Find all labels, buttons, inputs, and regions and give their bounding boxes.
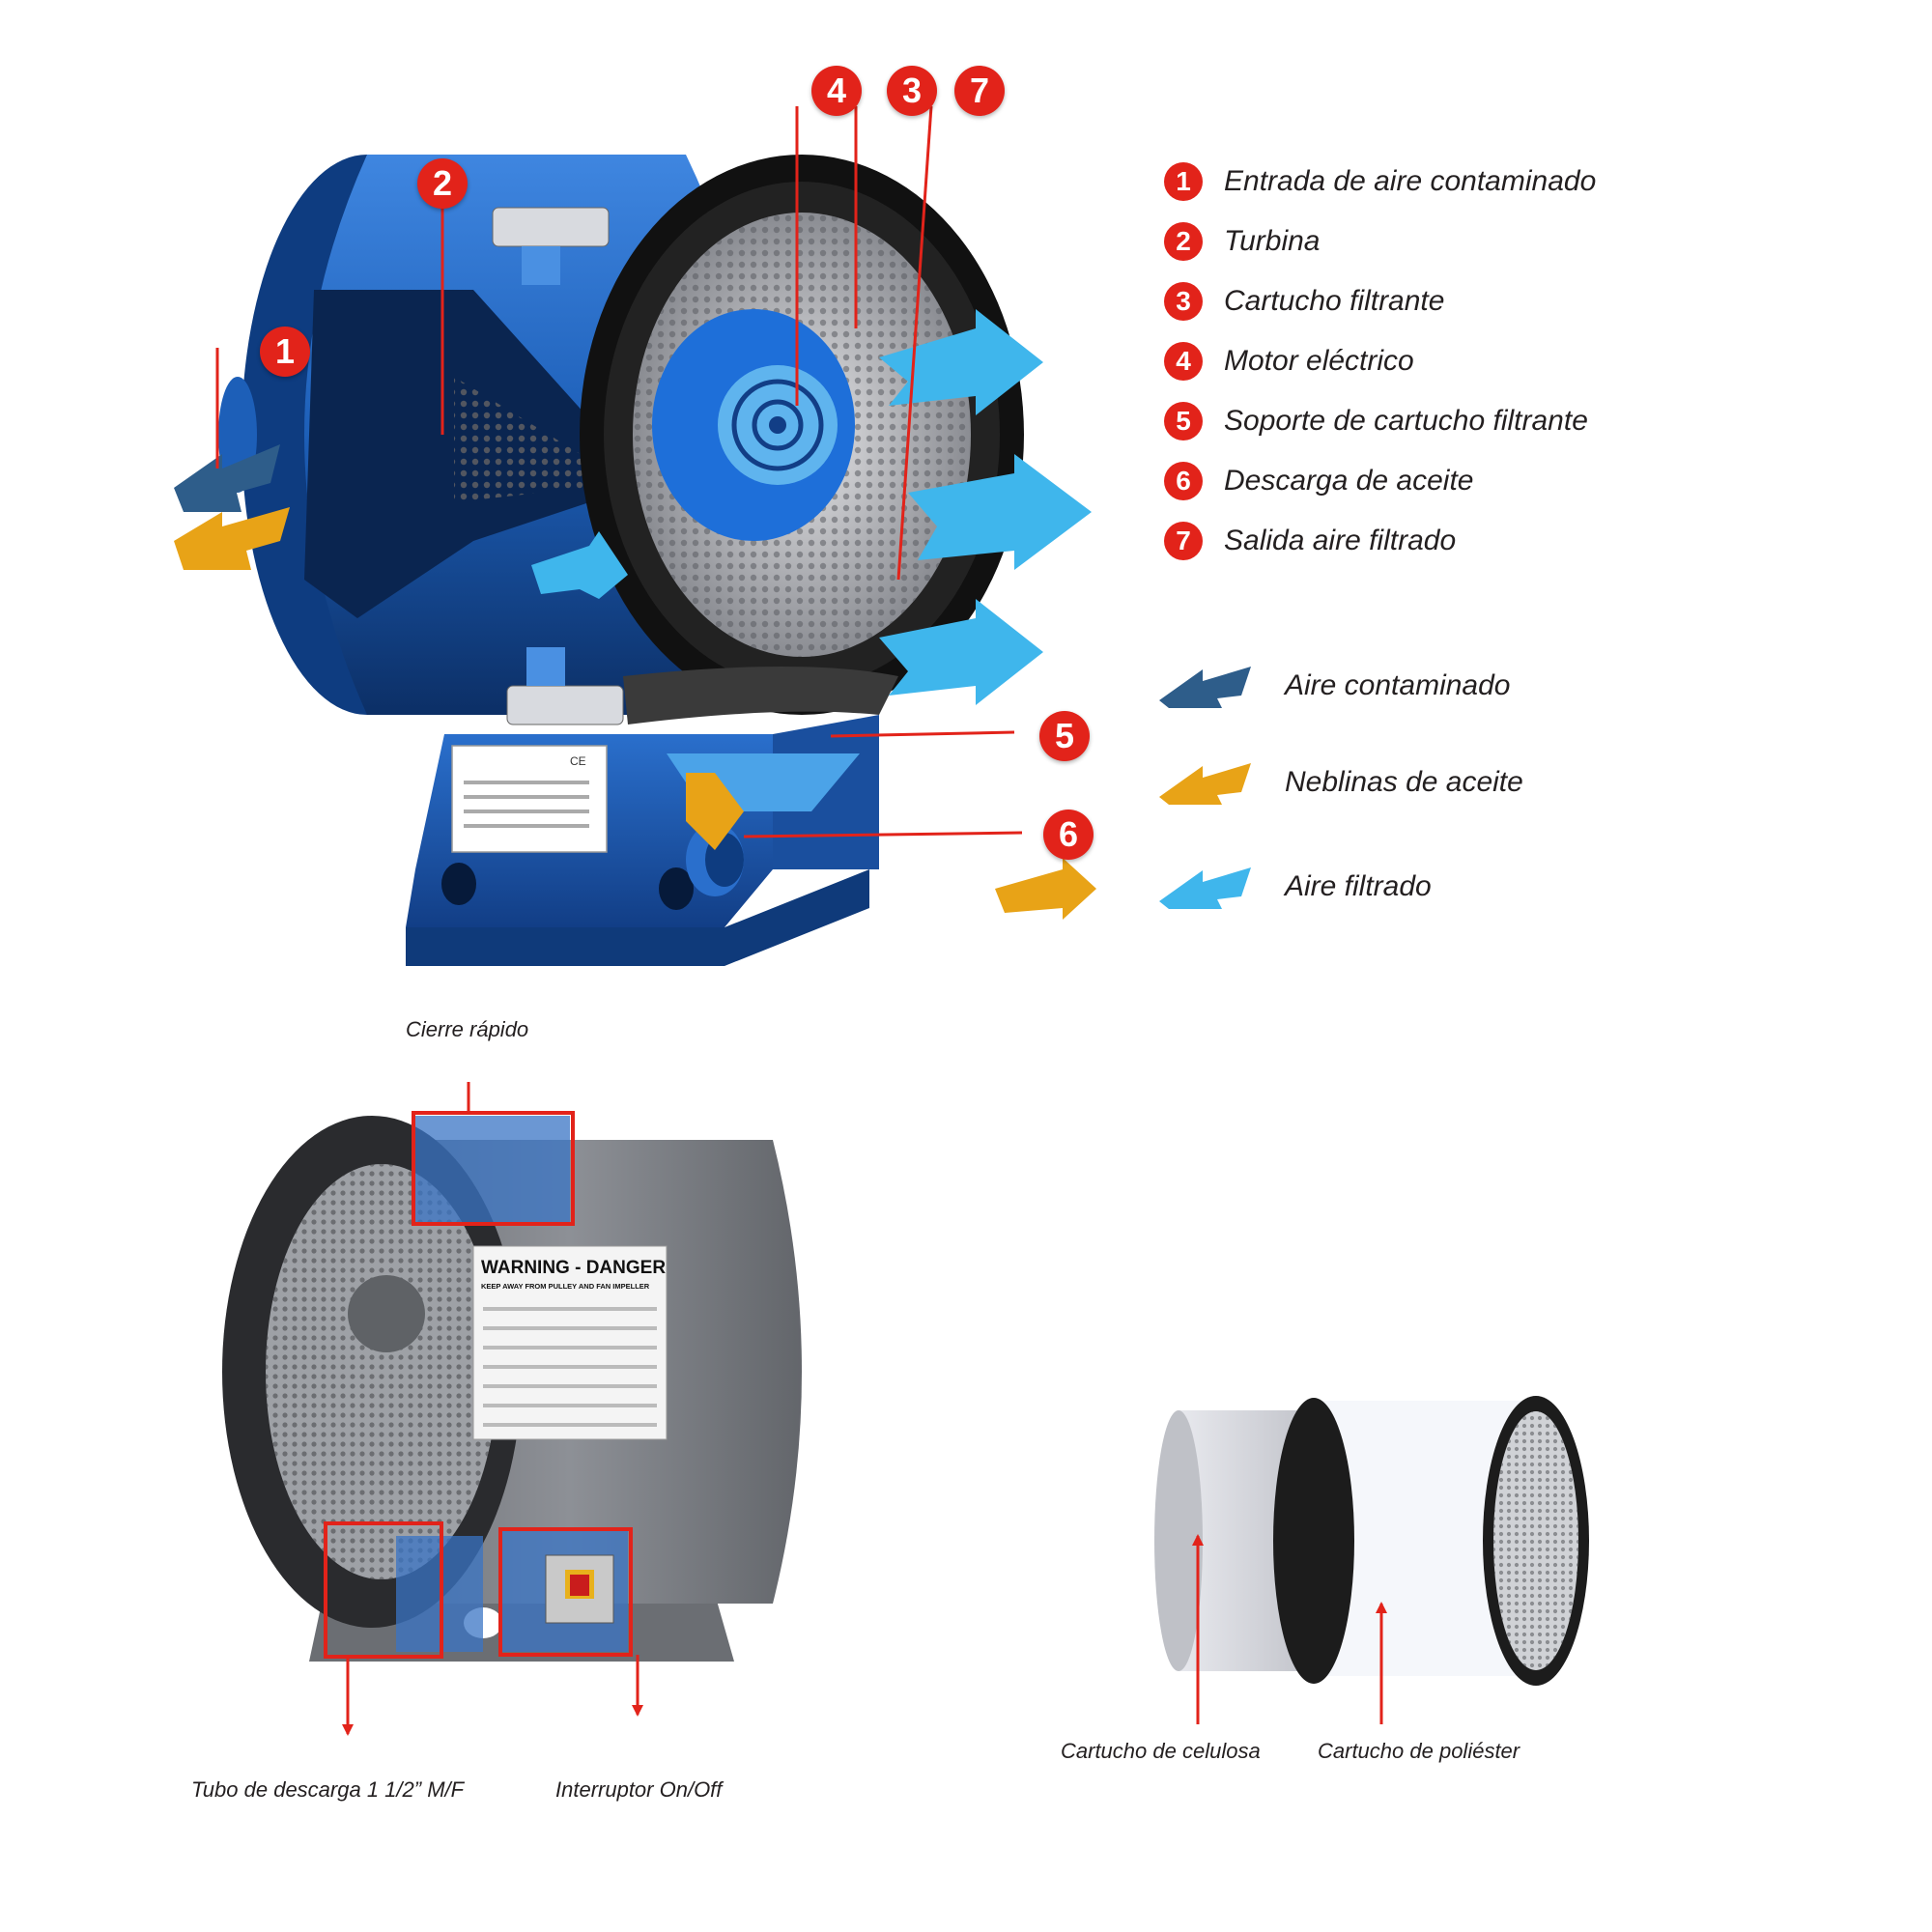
badge-4: 4 [1164,342,1203,381]
callout-1: 1 [260,327,310,377]
quick-clamp-bottom [506,647,624,725]
quick-clamp-top [492,207,610,285]
flow-item-contaminated: Aire contaminado [1159,657,1510,715]
flow-label-oil-mist: Neblinas de aceite [1285,766,1523,798]
dark-blue-arrow-icon [1159,667,1251,708]
badge-2: 2 [1164,222,1203,261]
flow-label-filtered: Aire filtrado [1285,870,1432,902]
legend-label-2: Turbina [1224,225,1321,257]
legend-item-6: 6 Descarga de aceite [1164,458,1474,504]
caption-cellulose: Cartucho de celulosa [1061,1739,1261,1763]
legend-item-2: 2 Turbina [1164,218,1321,265]
legend-item-7: 7 Salida aire filtrado [1164,518,1456,564]
callout-7: 7 [954,66,1005,116]
legend-label-5: Soporte de cartucho filtrante [1224,405,1588,437]
warning-sign: WARNING - DANGER KEEP AWAY FROM PULLEY A… [472,1245,668,1440]
badge-3: 3 [1164,282,1203,321]
legend-label-6: Descarga de aceite [1224,465,1474,497]
polyester-cartridge [1273,1396,1589,1686]
discharge-highlight [324,1521,443,1659]
caption-discharge: Tubo de descarga 1 1/2” M/F [191,1777,465,1802]
oil-drain-fitting [686,773,744,896]
ce-mark: CE [570,754,586,768]
light-blue-arrow-icon [1159,867,1251,909]
callout-6: 6 [1043,810,1094,860]
legend-label-4: Motor eléctrico [1224,345,1414,377]
electric-motor [652,309,855,541]
switch-highlight [498,1527,633,1657]
orange-arrow-icon [1159,763,1251,805]
callout-3: 3 [887,66,937,116]
legend-label-3: Cartucho filtrante [1224,285,1445,317]
flow-item-oil-mist: Neblinas de aceite [1159,753,1523,811]
callout-4: 4 [811,66,862,116]
legend-item-1: 1 Entrada de aire contaminado [1164,158,1596,205]
caption-quick-close: Cierre rápido [406,1017,529,1041]
badge-5: 5 [1164,402,1203,440]
warning-title: WARNING - DANGER [481,1258,666,1278]
badge-1: 1 [1164,162,1203,201]
quick-close-highlight [412,1111,575,1226]
legend-item-3: 3 Cartucho filtrante [1164,278,1444,325]
caption-switch: Interruptor On/Off [555,1777,723,1802]
caption-polyester: Cartucho de poliéster [1318,1739,1520,1763]
flow-item-filtered: Aire filtrado [1159,858,1432,916]
oil-mist-arrow [174,507,290,570]
cutaway-illustration: CE [174,105,1096,966]
unit-photo: WARNING - DANGER KEEP AWAY FROM PULLEY A… [222,1082,802,1736]
warning-subtitle: KEEP AWAY FROM PULLEY AND FAN IMPELLER [481,1282,650,1291]
badge-6: 6 [1164,462,1203,500]
filtered-air-arrows [531,309,1096,920]
flow-label-contaminated: Aire contaminado [1285,669,1511,701]
callout-2: 2 [417,158,468,209]
contaminated-air-arrow [174,444,280,512]
legend-item-5: 5 Soporte de cartucho filtrante [1164,398,1588,444]
callout-5: 5 [1039,711,1090,761]
filter-cartridges [1154,1396,1589,1724]
badge-7: 7 [1164,522,1203,560]
legend-item-4: 4 Motor eléctrico [1164,338,1414,384]
legend-label-7: Salida aire filtrado [1224,525,1457,556]
legend-label-1: Entrada de aire contaminado [1224,165,1597,197]
nameplate: CE [451,745,608,853]
callout-leaders [215,105,1023,838]
